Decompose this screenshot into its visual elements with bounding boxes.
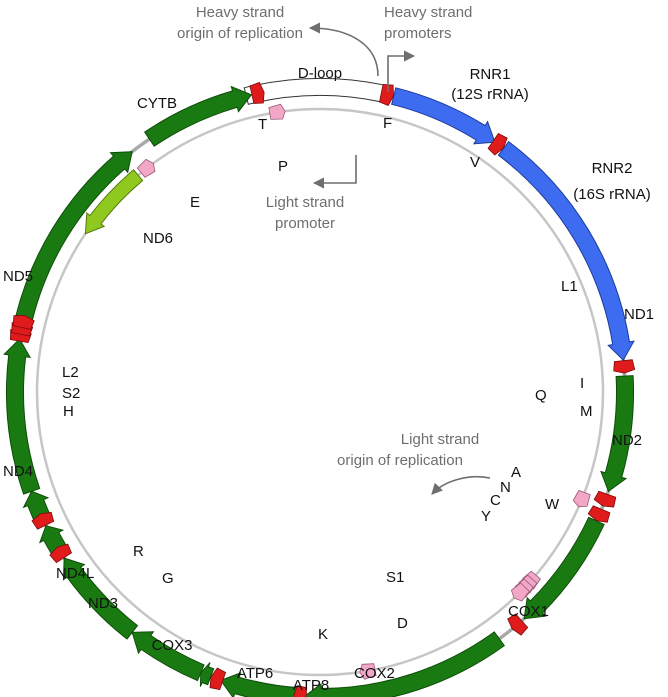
trna-p-label: P <box>278 158 288 175</box>
trna-q-marker[interactable] <box>572 489 591 508</box>
heavy-origin-line1: Heavy strand <box>196 4 284 21</box>
cytb-label: CYTB <box>137 95 177 112</box>
heavy-promoters-line2: promoters <box>384 25 452 42</box>
atp8-label: ATP8 <box>293 677 329 694</box>
nd3-label: ND3 <box>88 595 118 612</box>
cox3-arrow[interactable] <box>62 557 139 640</box>
trna-v-marker[interactable] <box>487 132 508 156</box>
light-origin-line1: Light strand <box>401 431 479 448</box>
nd4-label: ND4 <box>3 463 33 480</box>
rnr2-label-line1: RNR2 <box>592 160 633 177</box>
dloop-label: D-loop <box>298 65 342 82</box>
trna-e-marker[interactable] <box>136 158 156 178</box>
rnr2-arrow[interactable] <box>497 140 635 361</box>
rnr2-label-line2: (16S rRNA) <box>573 186 651 203</box>
trna-q-label: Q <box>535 387 547 404</box>
nd1-label: ND1 <box>624 306 654 323</box>
light-origin-arrow <box>431 475 491 495</box>
light-origin-line2: origin of replication <box>337 452 463 469</box>
light-promoter-line1: Light strand <box>266 194 344 211</box>
trna-l2-marker[interactable] <box>12 314 35 330</box>
rnr1-label-line2: (12S rRNA) <box>451 86 529 103</box>
cox3-label: COX3 <box>152 637 193 654</box>
nd4l-label: ND4L <box>56 565 94 582</box>
nd4-arrow[interactable] <box>3 338 41 495</box>
trna-w-marker[interactable] <box>507 613 529 636</box>
cytb-arrow[interactable] <box>144 85 253 147</box>
trna-markers <box>9 81 636 697</box>
trna-k-marker[interactable] <box>209 667 227 691</box>
trna-n-label: N <box>500 479 511 496</box>
trna-l1-label: L1 <box>561 278 578 295</box>
heavy-origin-arrow <box>308 22 379 77</box>
trna-labels: F V L1 I Q M W A N C Y S1 D K G R H S2 L… <box>62 115 593 643</box>
rnr1-label-line1: RNR1 <box>470 66 511 83</box>
trna-t-marker[interactable] <box>249 81 265 104</box>
trna-f-marker[interactable] <box>379 83 394 107</box>
trna-l1-marker[interactable] <box>613 359 636 374</box>
trna-m-label: M <box>580 403 593 420</box>
trna-w-label: W <box>545 496 560 513</box>
trna-d-marker[interactable] <box>293 685 308 697</box>
heavy-promoters-arrow <box>387 50 416 92</box>
trna-e-label: E <box>190 194 200 211</box>
atp6-arrow[interactable] <box>131 631 205 682</box>
trna-i-label: I <box>580 375 584 392</box>
cox1-arrow[interactable] <box>303 631 505 697</box>
trna-l2-label: L2 <box>62 364 79 381</box>
nd2-arrow[interactable] <box>523 516 605 620</box>
trna-s2-label: S2 <box>62 385 80 402</box>
nd5-label: ND5 <box>3 268 33 285</box>
trna-h-label: H <box>63 403 74 420</box>
atp8-arrow[interactable] <box>199 662 215 687</box>
nd1-arrow[interactable] <box>600 375 635 493</box>
trna-g-marker[interactable] <box>49 543 72 564</box>
trna-k-label: K <box>318 626 328 643</box>
light-strand-ring <box>35 107 605 677</box>
rnr1-arrow[interactable] <box>391 87 496 145</box>
atp6-label: ATP6 <box>237 665 273 682</box>
cox1-label: COX1 <box>508 603 549 620</box>
cox2-label: COX2 <box>354 665 395 682</box>
trna-a-label: A <box>511 464 521 481</box>
trna-g-label: G <box>162 570 174 587</box>
light-promoter-arrow <box>312 155 357 189</box>
nd2-label: ND2 <box>612 432 642 449</box>
annotations: Heavy strand origin of replication Heavy… <box>177 4 491 495</box>
heavy-origin-line2: origin of replication <box>177 25 303 42</box>
gene-arrows <box>3 78 635 697</box>
trna-v-label: V <box>470 154 480 171</box>
light-promoter-line2: promoter <box>275 215 335 232</box>
nd6-arrow[interactable] <box>84 169 144 235</box>
trna-t-label: T <box>258 116 267 133</box>
cox2-arrow[interactable] <box>219 672 300 697</box>
nd5-arrow[interactable] <box>15 151 133 321</box>
trna-f-label: F <box>383 115 392 132</box>
trna-i-marker[interactable] <box>593 490 617 508</box>
trna-d-label: D <box>397 615 408 632</box>
heavy-promoters-line1: Heavy strand <box>384 4 472 21</box>
trna-y-marker[interactable] <box>510 582 530 602</box>
trna-s1-label: S1 <box>386 569 404 586</box>
nd4l-arrow[interactable] <box>22 490 50 521</box>
trna-c-label: C <box>490 492 501 509</box>
gene-labels: D-loop RNR1 (12S rRNA) RNR2 (16S rRNA) N… <box>3 65 654 694</box>
trna-y-label: Y <box>481 508 491 525</box>
trna-s1-marker[interactable] <box>359 663 377 680</box>
trna-p-marker[interactable] <box>268 103 286 120</box>
nd6-label: ND6 <box>143 230 173 247</box>
dloop-region[interactable] <box>243 78 392 105</box>
trna-r-marker[interactable] <box>31 511 55 530</box>
trna-m-marker[interactable] <box>587 505 611 523</box>
trna-r-label: R <box>133 543 144 560</box>
